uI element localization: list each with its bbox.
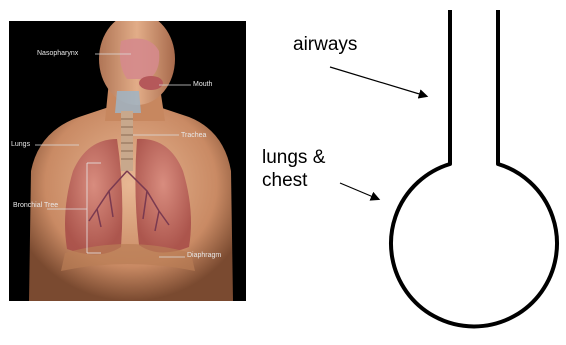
airways-arrow bbox=[330, 67, 426, 96]
airway-tube-and-lung-bulb bbox=[391, 10, 557, 326]
lungs-chest-label: lungs & chest bbox=[262, 146, 372, 192]
airways-label: airways bbox=[293, 33, 357, 56]
